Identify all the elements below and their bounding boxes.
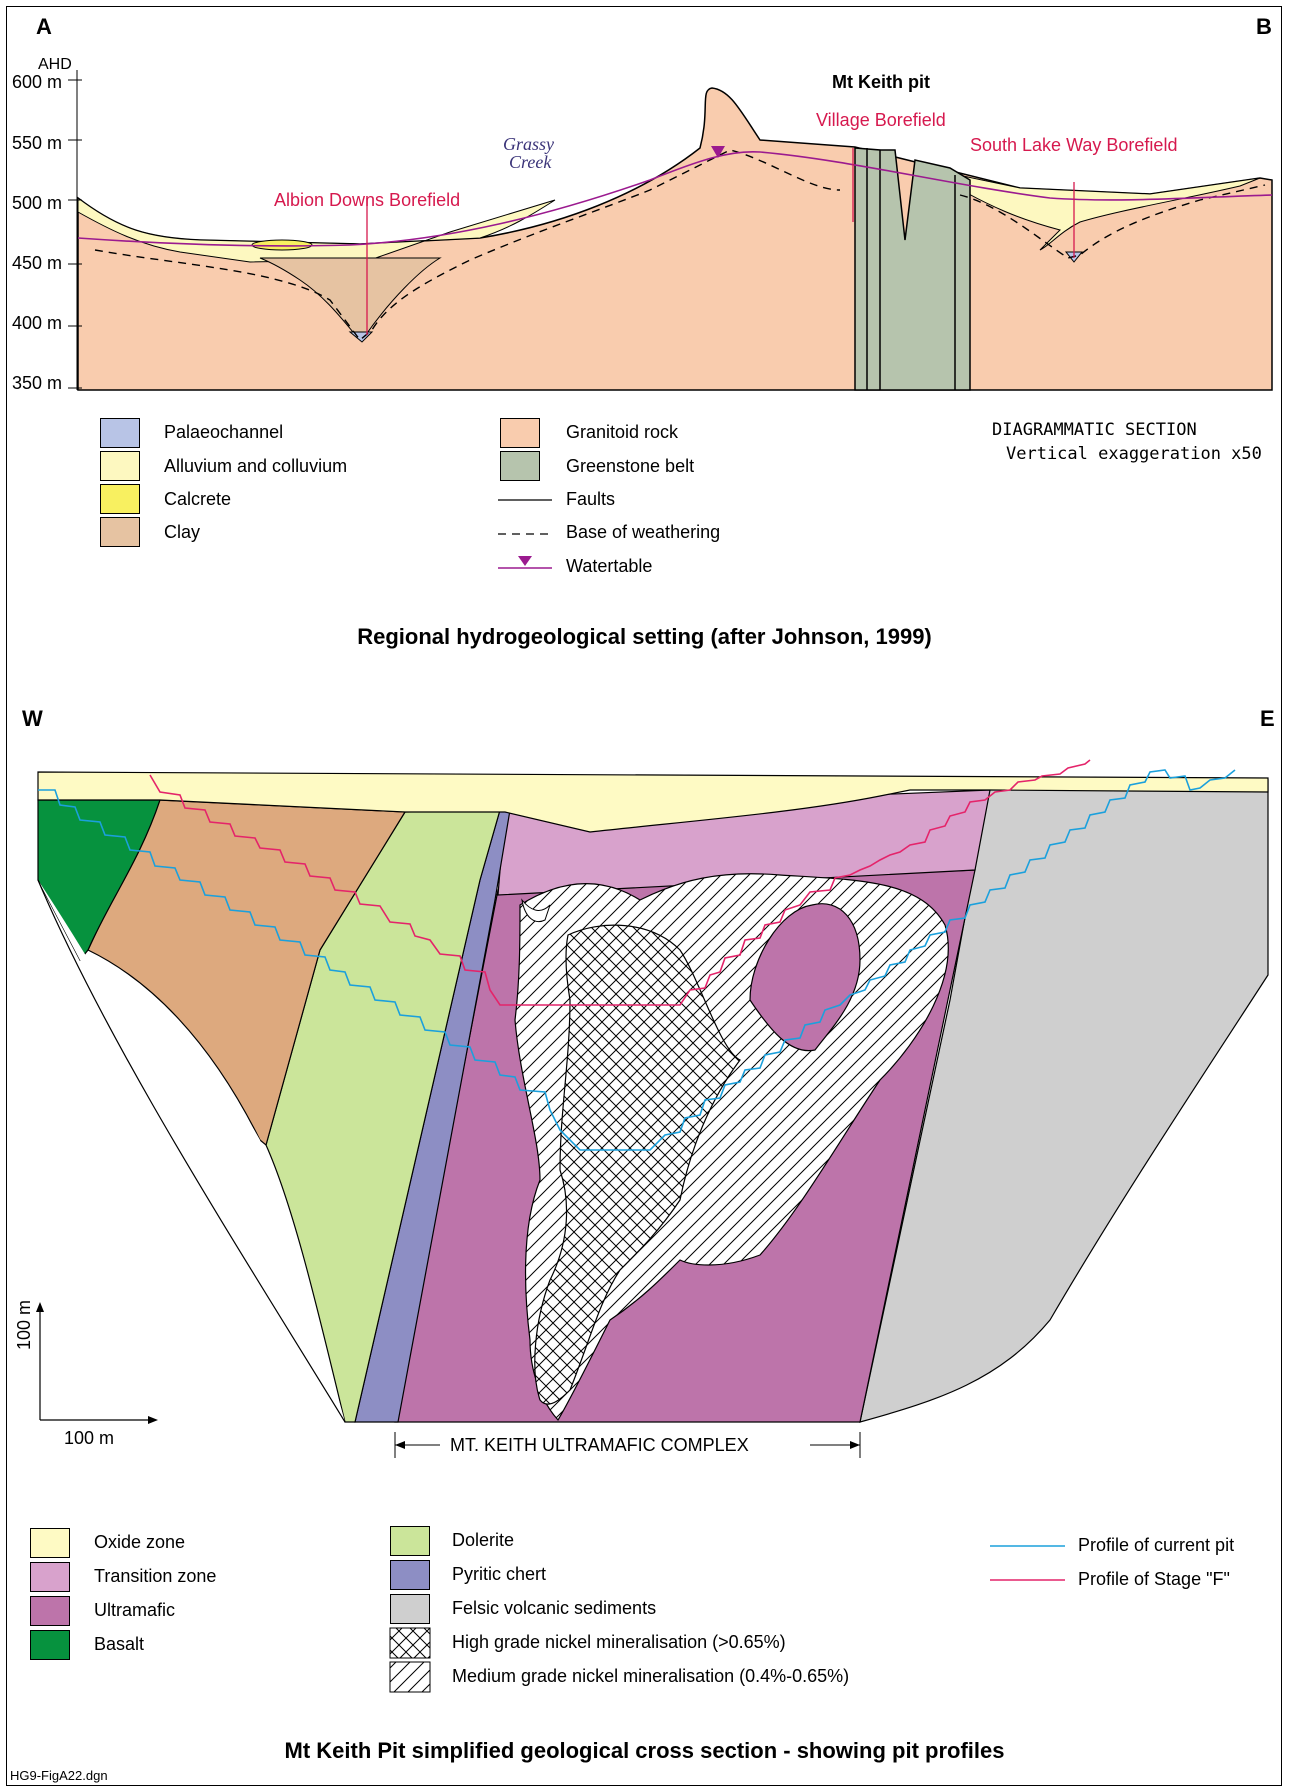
legend-label-base-of-weathering: Base of weathering [566,522,721,542]
legend-label-pyritic-chert: Pyritic chert [452,1564,547,1584]
legend-label-greenstone: Greenstone belt [566,456,695,476]
section2-title: Mt Keith Pit simplified geological cross… [284,1738,1005,1763]
oxide-zone [37,771,1269,833]
legend-swatch-palaeochannel [100,418,140,448]
legend-label-dolerite: Dolerite [452,1530,515,1550]
elevation-tick-450: 450 m [12,253,63,273]
ultramafic-inclusion [749,903,861,1052]
legend-label-ultramafic: Ultramafic [94,1600,176,1620]
legend-swatch-felsic-volcanic [390,1594,430,1624]
legend-label-clay: Clay [164,522,201,542]
south-lake-way-borefield-label: South Lake Way Borefield [970,135,1178,155]
greenstone-belt [854,147,971,391]
corner-label-w: W [22,706,43,731]
legend-swatch-pyritic-chert [390,1560,430,1590]
corner-label-a: A [36,14,52,39]
section1-title: Regional hydrogeological setting (after … [357,624,932,649]
basalt-area [37,799,161,962]
base-of-weathering-right [959,184,1266,259]
file-name-label: HG9-FigA22.dgn [10,1768,108,1783]
profile-current-pit [38,769,1236,1151]
legend-swatch-alluvium [100,451,140,481]
felsic-volcanic-area [859,779,1269,1423]
high-grade-mineralisation [534,924,741,1405]
legend-swatch-transition-zone [30,1562,70,1592]
watertable-marker [711,146,725,158]
profile-stage-f [149,759,1091,1006]
legend-swatch-granitoid [500,418,540,448]
elevation-tick-400: 400 m [12,313,63,333]
grassy-creek-label-line1: Grassy [503,134,555,154]
watertable-line [77,150,1273,247]
legend1-line-symbols [498,499,552,569]
horizontal-scale-label: 100 m [64,1428,115,1448]
legend-swatch-calcrete [100,484,140,514]
elevation-tick-550: 550 m [12,133,63,153]
elevation-tick-350: 350 m [12,373,63,393]
legend-label-granitoid: Granitoid rock [566,422,679,442]
elevation-tick-500: 500 m [12,193,63,213]
legend-swatch-dolerite [390,1526,430,1556]
legend-label-calcrete: Calcrete [164,489,232,509]
albion-downs-borefield-label: Albion Downs Borefield [274,190,461,210]
corner-label-b: B [1256,14,1272,39]
legend-label-alluvium: Alluvium and colluvium [164,456,348,476]
clay-left [259,257,442,341]
legend-label-palaeochannel: Palaeochannel [164,422,284,442]
legend-label-felsic-volcanic: Felsic volcanic sediments [452,1598,657,1618]
vertical-exaggeration-note: Vertical exaggeration x50 [1006,444,1262,464]
axis-label-ahd: AHD [38,56,72,73]
legend-label-watertable: Watertable [566,556,653,576]
hydrogeological-section-diagram [68,70,1273,391]
legend-label-profile-current-pit: Profile of current pit [1078,1535,1235,1555]
legend-label-basalt: Basalt [94,1634,145,1654]
legend-label-transition-zone: Transition zone [94,1566,217,1586]
village-borefield-label: Village Borefield [816,110,946,130]
legend-label-high-grade: High grade nickel mineralisation (>0.65%… [452,1632,786,1652]
left-flank [38,880,345,1422]
mt-keith-ultramafic-complex-label: MT. KEITH ULTRAMAFIC COMPLEX [450,1435,749,1455]
legend-swatch-oxide-zone [30,1528,70,1558]
corner-label-e: E [1260,706,1275,731]
elevation-tick-600: 600 m [12,72,63,92]
legend-label-oxide-zone: Oxide zone [94,1532,186,1552]
legend-swatch-ultramafic [30,1596,70,1626]
diagrammatic-section-note: DIAGRAMMATIC SECTION [992,420,1197,440]
legend-swatch-clay [100,517,140,547]
legend-label-faults: Faults [566,489,616,509]
figure-frame [6,6,1282,1786]
alluvium-right [924,167,1261,251]
legend-label-medium-grade: Medium grade nickel mineralisation (0.4%… [452,1666,850,1686]
base-of-weathering [94,149,841,342]
grassy-creek-label-line2: Creek [509,152,552,172]
legend-swatch-greenstone [500,451,540,481]
mt-keith-pit-label: Mt Keith pit [832,72,930,92]
ultramafic-notch [521,898,551,923]
legend-label-profile-stage-f: Profile of Stage "F" [1078,1569,1230,1589]
legend-swatch-basalt [30,1630,70,1660]
